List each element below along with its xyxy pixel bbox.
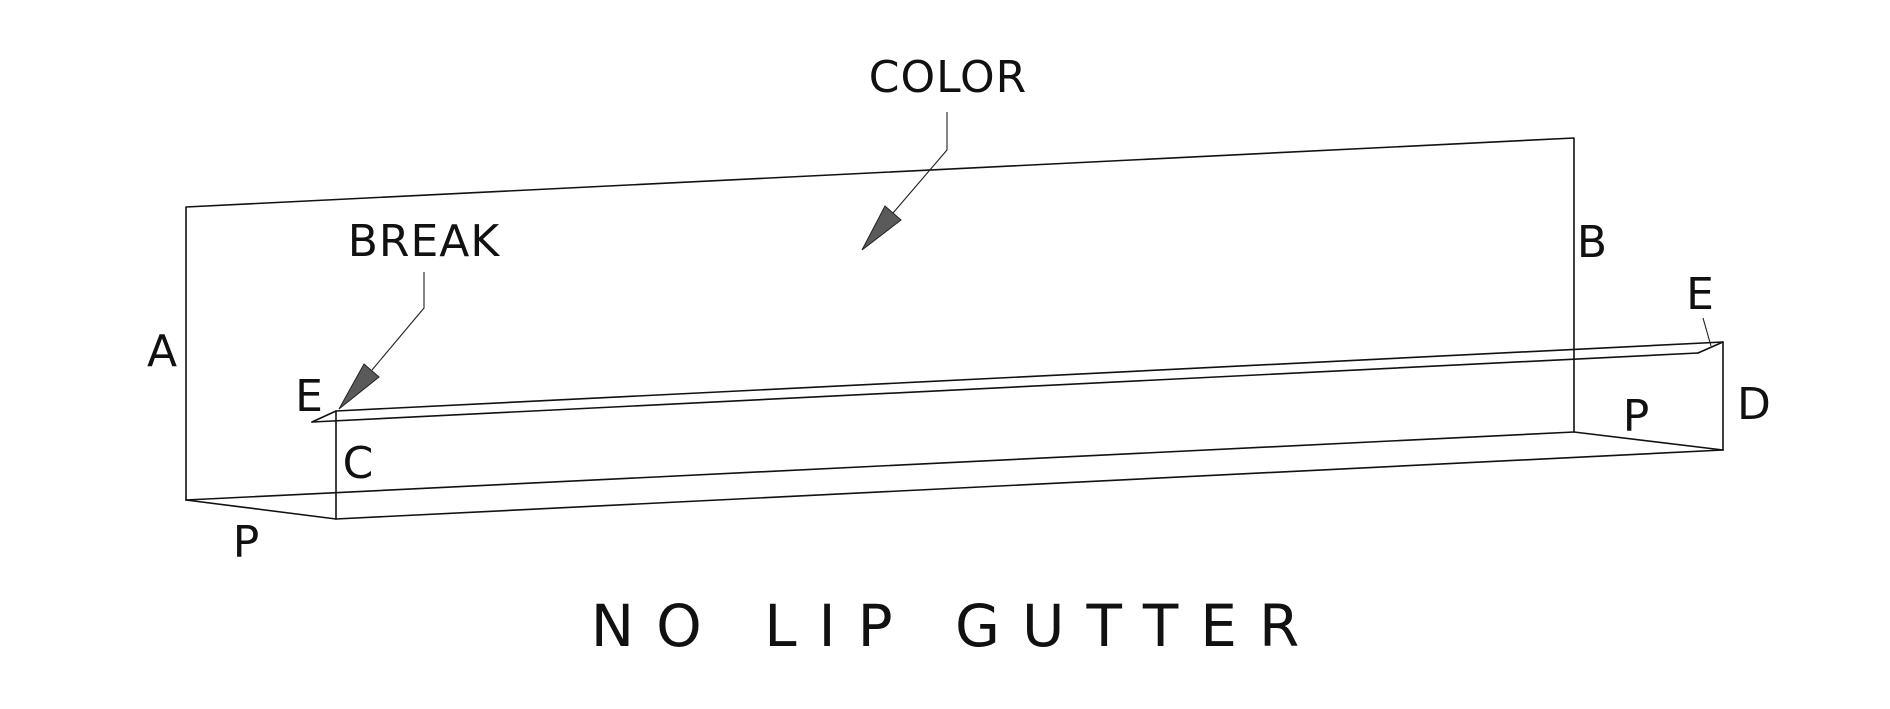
color-leader-line (892, 112, 948, 214)
hem-left-end (311, 410, 337, 423)
back-panel-outline (185, 137, 1575, 501)
label-b: B (1577, 217, 1607, 268)
break-arrowhead (338, 363, 380, 410)
bottom-front-edge (335, 449, 1724, 520)
break-callout-label: BREAK (348, 216, 501, 267)
label-a: A (147, 326, 177, 377)
bottom-panel (185, 431, 1724, 520)
hem (311, 341, 1724, 423)
front-panel (335, 341, 1724, 520)
hem-inner-edge (311, 352, 1699, 423)
bottom-back-edge (185, 431, 1575, 501)
hem-right-end (1697, 341, 1724, 354)
label-e-left: E (295, 371, 323, 422)
color-arrowhead (861, 205, 902, 251)
label-p-right: P (1623, 391, 1650, 442)
bottom-right-edge (1573, 431, 1724, 451)
color-callout: COLOR (861, 52, 1028, 251)
bottom-left-edge (185, 499, 337, 520)
diagram-title: NO LIP GUTTER (591, 592, 1322, 660)
e-right-leader-line (1702, 317, 1712, 347)
label-p-left: P (233, 517, 260, 568)
break-leader-line (371, 272, 425, 371)
break-callout: BREAK (338, 216, 501, 410)
label-d: D (1737, 379, 1771, 430)
front-top-edge (335, 341, 1724, 412)
color-callout-label: COLOR (869, 52, 1028, 103)
back-panel (185, 137, 1575, 501)
label-e-right: E (1686, 269, 1714, 320)
label-c: C (343, 438, 374, 489)
